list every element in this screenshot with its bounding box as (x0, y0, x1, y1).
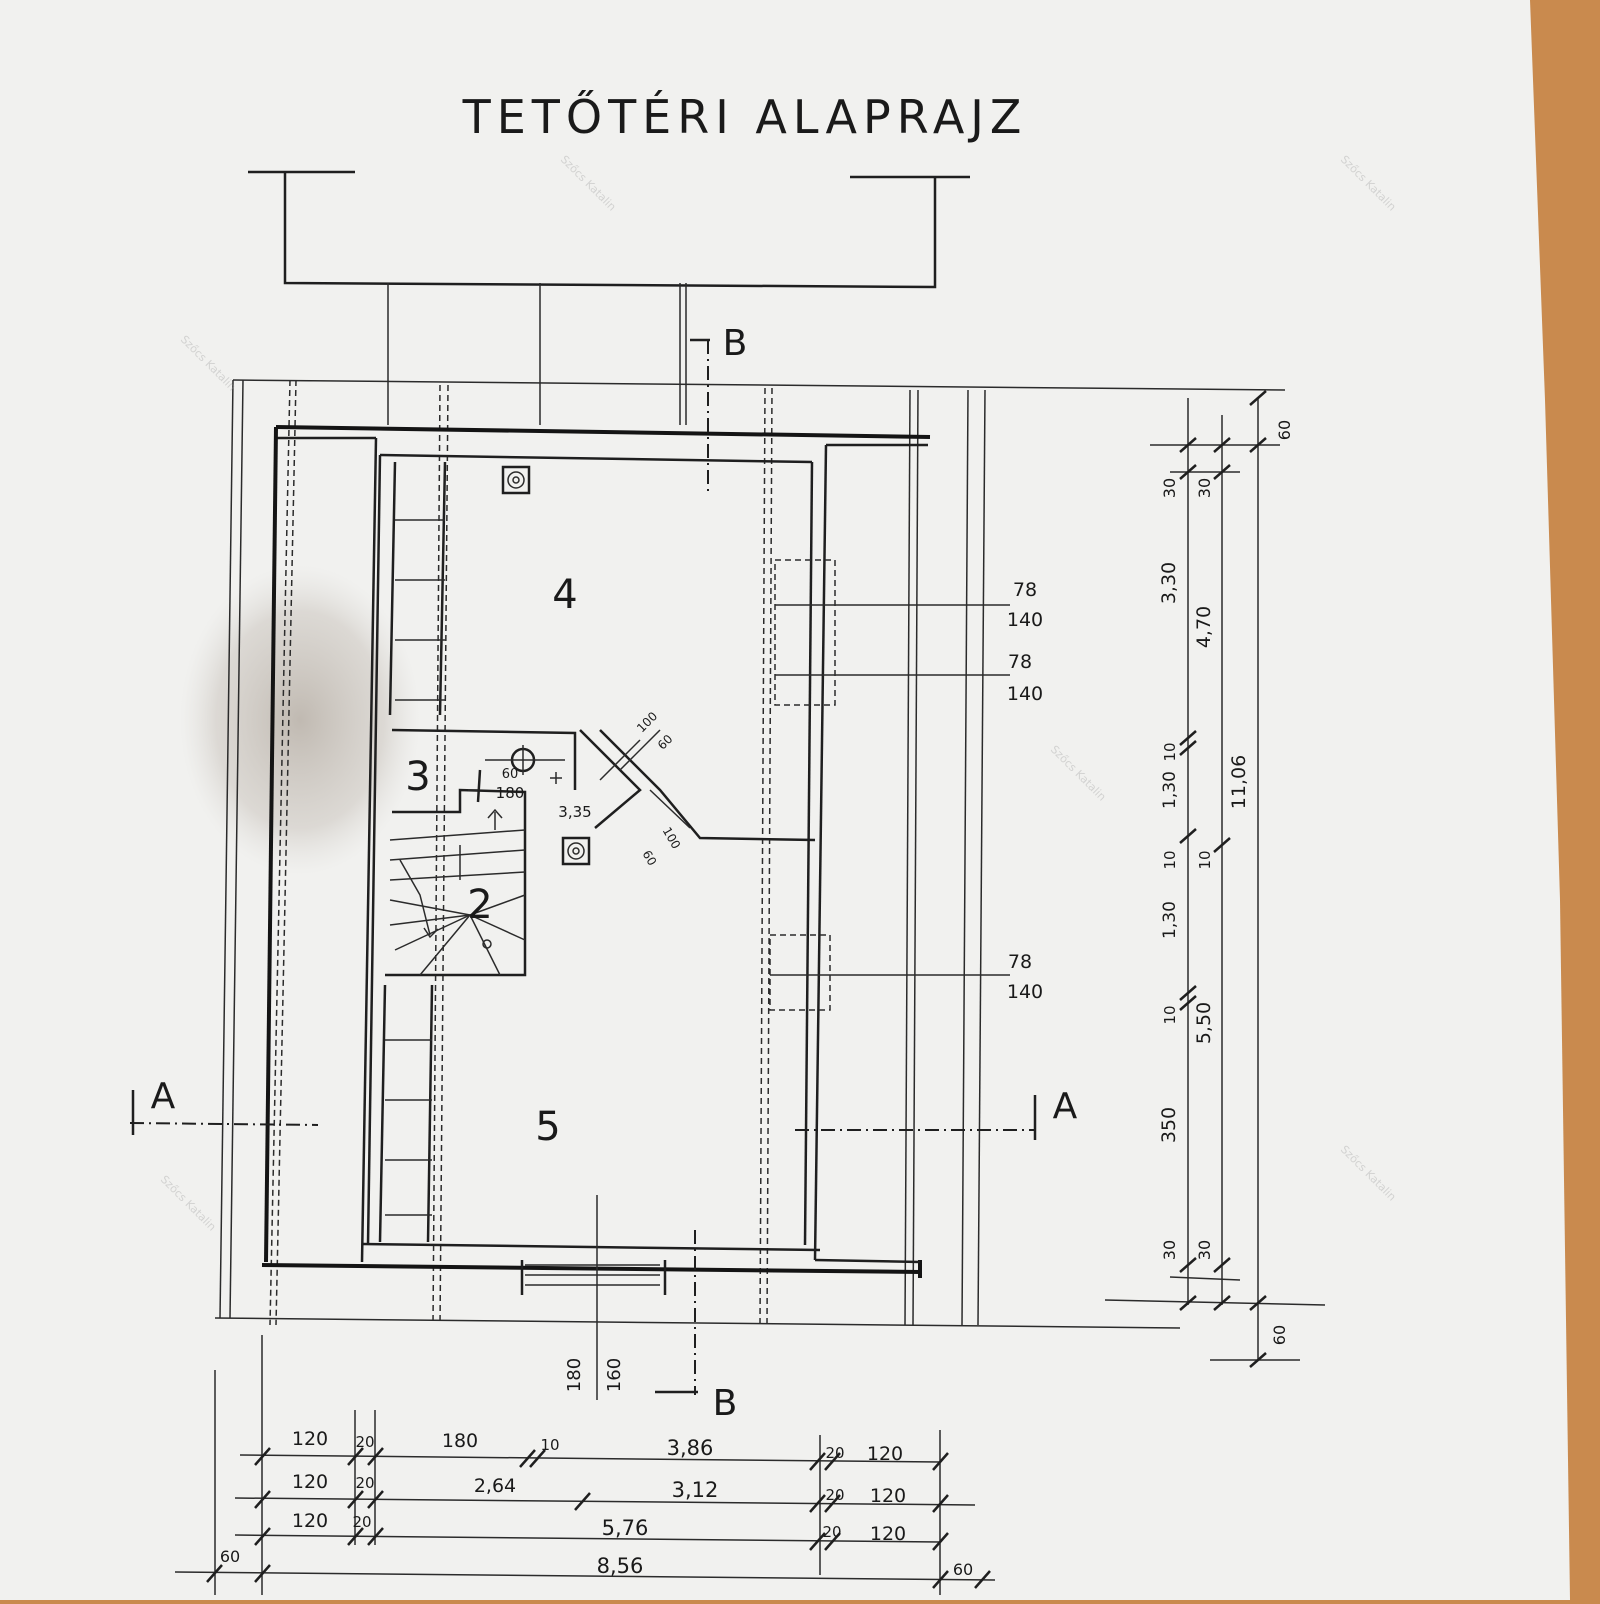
bottom-dim-r3-3: 5,76 (602, 1516, 649, 1540)
section-label-b-bottom: B (713, 1383, 738, 1424)
top-outline (248, 170, 970, 425)
stair-length-label: 3,35 (558, 803, 591, 821)
room-number-4: 4 (552, 572, 577, 618)
right-dim-col2-5: 30 (1195, 1240, 1214, 1260)
exterior-walls (261, 425, 931, 1278)
window-label-3b: 140 (1007, 981, 1043, 1003)
bottom-dim-r2-6: 120 (870, 1485, 906, 1507)
storage-cabinets (378, 461, 447, 1243)
right-dim-col1-4: 1,30 (1160, 771, 1180, 809)
diagonal-partition (579, 729, 816, 842)
right-dim-col2-1: 30 (1195, 478, 1214, 498)
right-dim-col1-1: 30 (1160, 478, 1179, 498)
roof-windows (520, 559, 1010, 1295)
bottom-section-label-2: 160 (604, 1358, 625, 1392)
paper-background (0, 0, 1570, 1600)
right-dim-col2-2: 4,70 (1193, 606, 1215, 648)
right-dim-col1-8: 350 (1158, 1107, 1180, 1143)
right-dim-col1-6: 1,30 (1160, 901, 1180, 939)
window-label-2b: 140 (1007, 683, 1043, 705)
bottom-dim-r2-4: 3,12 (672, 1478, 719, 1502)
bottom-dim-r1-1: 120 (292, 1428, 328, 1450)
room-number-3: 3 (405, 754, 430, 800)
right-dim-col1-3: 10 (1161, 742, 1179, 761)
diag-label-4: 60 (640, 848, 660, 868)
room-number-5: 5 (535, 1104, 560, 1150)
stair-frac-bottom: 180 (496, 784, 525, 802)
bottom-dim-r2-3: 2,64 (474, 1475, 516, 1497)
bottom-dim-r1-4: 10 (540, 1436, 559, 1454)
bottom-dim-r4-1: 60 (220, 1547, 240, 1566)
window-label-2a: 78 (1008, 651, 1032, 673)
right-dim-bottom-small: 60 (1270, 1325, 1289, 1345)
right-dimension-ticks (1179, 390, 1267, 1368)
bottom-section-label-1: 180 (564, 1358, 585, 1392)
bottom-dimension-lines (174, 1335, 996, 1595)
bathroom-and-stairs (385, 728, 577, 977)
bottom-dimension-ticks (206, 1447, 991, 1589)
right-dimension-lines (1104, 390, 1326, 1368)
chimney-symbols (501, 465, 591, 866)
bottom-dim-r3-5: 120 (870, 1523, 906, 1545)
right-dim-col1-2: 3,30 (1158, 562, 1180, 604)
right-dim-total: 11,06 (1228, 755, 1250, 809)
section-label-a-right: A (1053, 1086, 1078, 1127)
right-dim-top-small: 60 (1275, 420, 1294, 440)
bottom-dim-r3-1: 120 (292, 1510, 328, 1532)
section-lines (129, 338, 1037, 1395)
bottom-dim-r1-7: 120 (867, 1443, 903, 1465)
bottom-dim-r1-2: 20 (355, 1433, 374, 1451)
section-label-b-top: B (723, 323, 748, 364)
bottom-dim-r2-1: 120 (292, 1471, 328, 1493)
section-label-a-left: A (151, 1076, 176, 1117)
floor-plan-drawing: TETŐTÉRI ALAPRAJZ (0, 0, 1570, 1600)
bottom-dim-r4-2: 8,56 (597, 1554, 644, 1578)
right-dim-col2-4: 5,50 (1193, 1002, 1215, 1044)
bottom-dim-r1-3: 180 (442, 1430, 478, 1452)
bottom-dim-r2-5: 20 (825, 1486, 844, 1504)
floor-plan-sheet: TETŐTÉRI ALAPRAJZ (0, 0, 1570, 1600)
right-dim-col1-7: 10 (1161, 1005, 1179, 1024)
bottom-dim-r1-6: 20 (825, 1444, 844, 1462)
bottom-dim-r2-2: 20 (355, 1474, 374, 1492)
water-stain (180, 565, 420, 875)
window-label-1a: 78 (1013, 579, 1037, 601)
bottom-dim-r4-3: 60 (953, 1560, 973, 1579)
stair-frac-top: 60 (502, 767, 519, 782)
window-label-3a: 78 (1008, 951, 1032, 973)
plan-title: TETŐTÉRI ALAPRAJZ (462, 90, 1028, 144)
window-label-1b: 140 (1007, 609, 1043, 631)
right-dim-col1-9: 30 (1160, 1240, 1179, 1260)
right-dim-col1-5: 10 (1161, 850, 1179, 869)
room-number-2: 2 (467, 882, 492, 928)
roof-projection-lines (214, 379, 1286, 1329)
bottom-dim-r3-4: 20 (822, 1523, 841, 1541)
bottom-dim-r1-5: 3,86 (667, 1436, 714, 1460)
right-dim-col2-3: 10 (1196, 850, 1214, 869)
bottom-dim-r3-2: 20 (352, 1513, 371, 1531)
